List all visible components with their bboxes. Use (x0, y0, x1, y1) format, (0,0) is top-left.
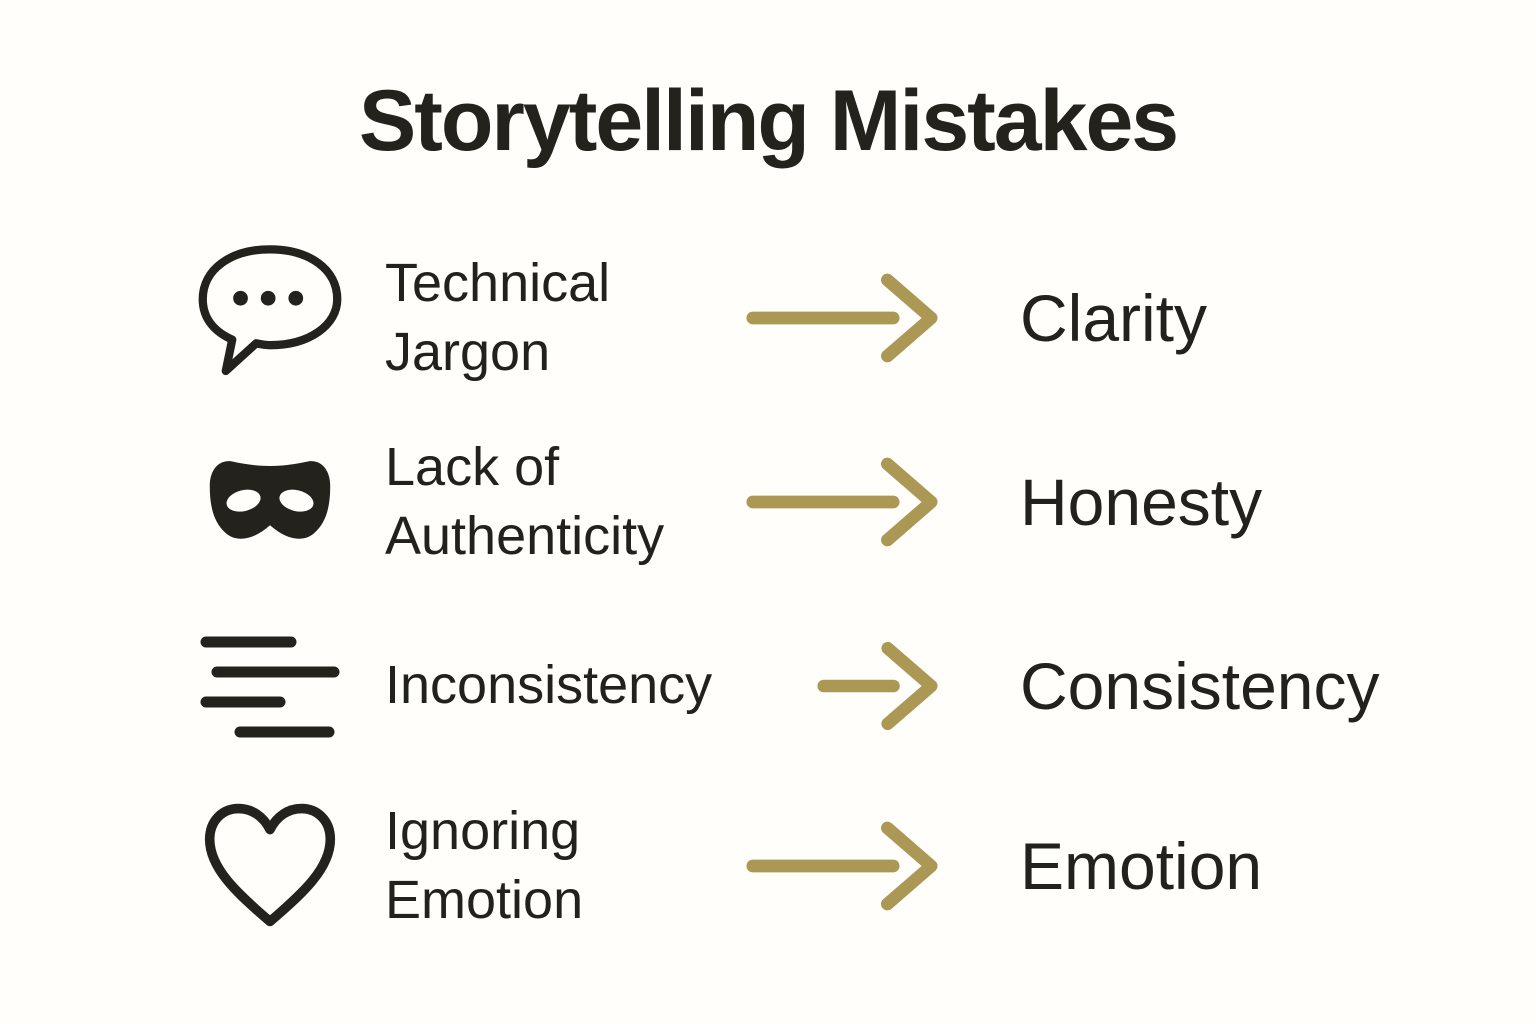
mistake-label: Ignoring Emotion (385, 800, 584, 930)
heart-icon (190, 791, 350, 941)
result-label: Clarity (1020, 281, 1208, 355)
diagram-row-ignoring-emotion: Ignoring Emotion Emotion (0, 791, 1536, 941)
misaligned-lines-icon (190, 611, 350, 761)
page-title: Storytelling Mistakes (358, 73, 1179, 169)
mask-icon (190, 427, 350, 577)
mistake-label: Lack of Authenticity (385, 436, 665, 566)
arrow-icon (745, 427, 940, 577)
result-label: Consistency (1020, 649, 1380, 723)
diagram-row-inconsistency: Inconsistency Consistency (0, 611, 1536, 761)
result-label: Honesty (1020, 465, 1263, 539)
arrow-icon (745, 243, 940, 393)
arrow-icon (816, 611, 940, 761)
diagram-row-lack-of-authenticity: Lack of Authenticity Honesty (0, 427, 1536, 577)
speech-bubble-icon (190, 243, 350, 393)
result-label: Emotion (1020, 829, 1263, 903)
diagram-row-technical-jargon: Technical Jargon Clarity (0, 243, 1536, 393)
mistake-label: Inconsistency (385, 655, 713, 716)
mistake-label: Technical Jargon (385, 252, 611, 382)
arrow-icon (745, 791, 940, 941)
